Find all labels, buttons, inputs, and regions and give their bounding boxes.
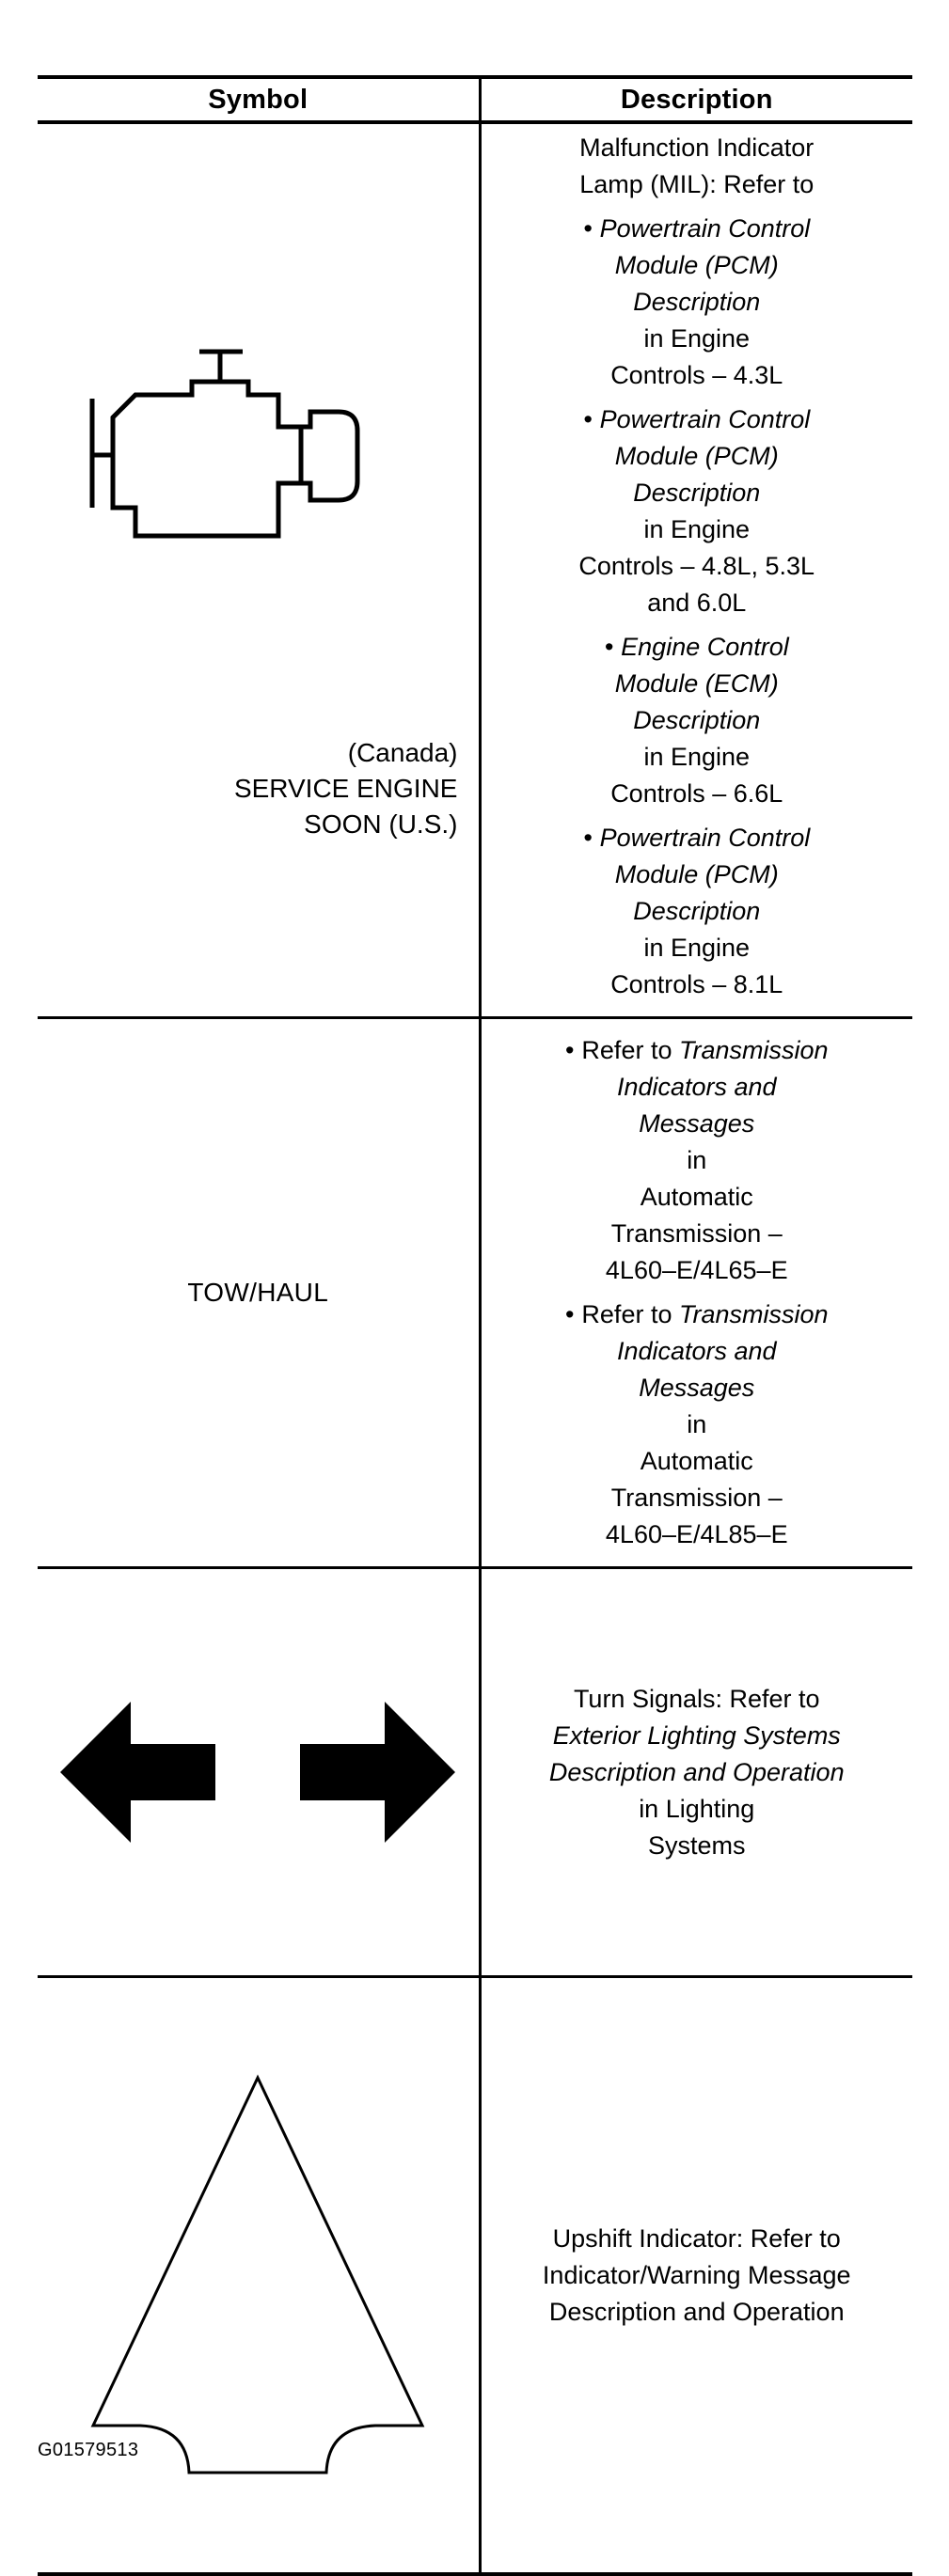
description-cell-mil: Malfunction Indicator Lamp (MIL): Refer … [480,122,912,1019]
bullet-ref-line: Description [633,479,761,507]
engine-icon-wrap [38,340,479,585]
bullet-ref-line: Indicators and [616,1073,777,1101]
mil-bullet-4-8l: •Powertrain Control Module (PCM) Descrip… [489,401,906,621]
left-arrow-icon [60,1702,216,1843]
bullet-ref-link[interactable]: Powertrain Control [599,214,811,243]
bullet-plain-line: in Engine [643,743,751,771]
mil-intro-line-2: Lamp (MIL): Refer to [579,170,815,198]
bullet-plain-line: Automatic [640,1183,753,1211]
figure-id: G01579513 [38,2440,139,2460]
bullet-plain-line: in Engine [643,324,751,353]
symbol-description-table: Symbol Description [38,75,912,2576]
bullet-plain-line: Controls – 4.3L [610,361,783,389]
table-row: TOW/HAUL •Refer to Transmission Indicato… [38,1017,912,1569]
bullet-plain-line: Controls – 8.1L [610,970,783,998]
mil-bullet-6-6l: •Engine Control Module (ECM) Description… [489,629,906,812]
table-row: Upshift Indicator: Refer to Indicator/Wa… [38,1976,912,2575]
bullet-plain-line: in Engine [643,934,751,962]
upshift-indicator-icon [90,2074,425,2474]
turn-signal-ref-line: Description and Operation [548,1757,845,1786]
upshift-line-1: Upshift Indicator: Refer to [552,2223,841,2253]
description-cell-turn-signals: Turn Signals: Refer to Exterior Lighting… [480,1567,912,1978]
bullet-lead: Refer to [581,1036,672,1064]
bullet-plain-line: 4L60–E/4L65–E [605,1256,788,1284]
upshift-line-3: Description and Operation [548,2297,845,2326]
table-row: Turn Signals: Refer to Exterior Lighting… [38,1567,912,1978]
engine-labels: (Canada) SERVICE ENGINE SOON (U.S.) [234,735,458,842]
tow-haul-bullet-1: •Refer to Transmission Indicators and Me… [489,1032,906,1289]
symbol-cell-turn-signals [38,1567,482,1978]
bullet-ref-line: Module (ECM) [614,669,779,698]
bullet-ref-link[interactable]: Powertrain Control [599,824,811,852]
bullet-plain-line: Transmission – [610,1219,783,1248]
bullet-plain-line: Controls – 4.8L, 5.3L [578,552,815,580]
description-cell-upshift: Upshift Indicator: Refer to Indicator/Wa… [480,1977,912,2575]
bullet-lead: Refer to [581,1300,672,1328]
turn-signal-plain-line: Systems [647,1830,746,1860]
tow-haul-bullet-2: •Refer to Transmission Indicators and Me… [489,1296,906,1553]
right-arrow-icon [300,1702,456,1843]
bullet-ref-line: Module (PCM) [614,860,779,888]
engine-icon [89,349,360,539]
bullet-ref-line: Description [633,706,761,734]
turn-signal-ref-link[interactable]: Exterior Lighting Systems [552,1720,841,1750]
bullet-ref-link[interactable]: Powertrain Control [599,405,811,433]
table-header-row: Symbol Description [38,77,912,124]
bullet-plain-line: in [687,1146,707,1174]
bullet-plain-line: 4L60–E/4L85–E [605,1520,788,1548]
mil-intro: Malfunction Indicator Lamp (MIL): Refer … [489,130,906,203]
bullet-ref-link[interactable]: Engine Control [621,633,789,661]
tow-haul-label: TOW/HAUL [187,1278,329,1307]
turn-signal-arrows-icon [60,1702,456,1843]
turn-signal-line-1: Turn Signals: Refer to [573,1684,820,1713]
bullet-ref-line: Messages [639,1109,755,1138]
bullet-plain-line: in Engine [643,515,751,543]
bullet-ref-line: Module (PCM) [614,251,779,279]
bullet-ref-link[interactable]: Transmission [678,1300,829,1328]
bullet-plain-line: Transmission – [610,1484,783,1512]
bullet-ref-line: Description [633,897,761,925]
header-description: Description [480,77,912,124]
description-cell-tow-haul: •Refer to Transmission Indicators and Me… [480,1017,912,1569]
bullet-ref-line: Indicators and [616,1337,777,1365]
bullet-plain-line: Controls – 6.6L [610,779,783,808]
mil-bullet-8-1l: •Powertrain Control Module (PCM) Descrip… [489,820,906,1003]
header-symbol: Symbol [38,77,482,124]
bullet-ref-line: Description [633,288,761,316]
label-service-engine: SERVICE ENGINE [233,774,458,803]
bullet-ref-link[interactable]: Transmission [678,1036,829,1064]
symbol-cell-tow-haul: TOW/HAUL [38,1017,482,1569]
bullet-plain-line: Automatic [640,1447,753,1475]
label-canada: (Canada) [347,738,458,767]
mil-bullet-4-3l: •Powertrain Control Module (PCM) Descrip… [489,211,906,394]
bullet-plain-line: and 6.0L [647,589,747,617]
bullet-ref-line: Module (PCM) [614,442,779,470]
turn-signal-plain-line: in Lighting [639,1794,755,1823]
symbol-cell-mil: (Canada) SERVICE ENGINE SOON (U.S.) [38,122,482,1019]
bullet-ref-line: Messages [639,1374,755,1402]
label-soon-us: SOON (U.S.) [304,809,458,839]
symbol-cell-upshift [38,1976,482,2574]
table-row: (Canada) SERVICE ENGINE SOON (U.S.) Malf… [38,122,912,1019]
document-sheet: Symbol Description [38,75,912,2576]
mil-intro-line-1: Malfunction Indicator [579,134,815,162]
upshift-ref-link[interactable]: Indicator/Warning Message [542,2260,851,2289]
bullet-plain-line: in [687,1410,707,1438]
